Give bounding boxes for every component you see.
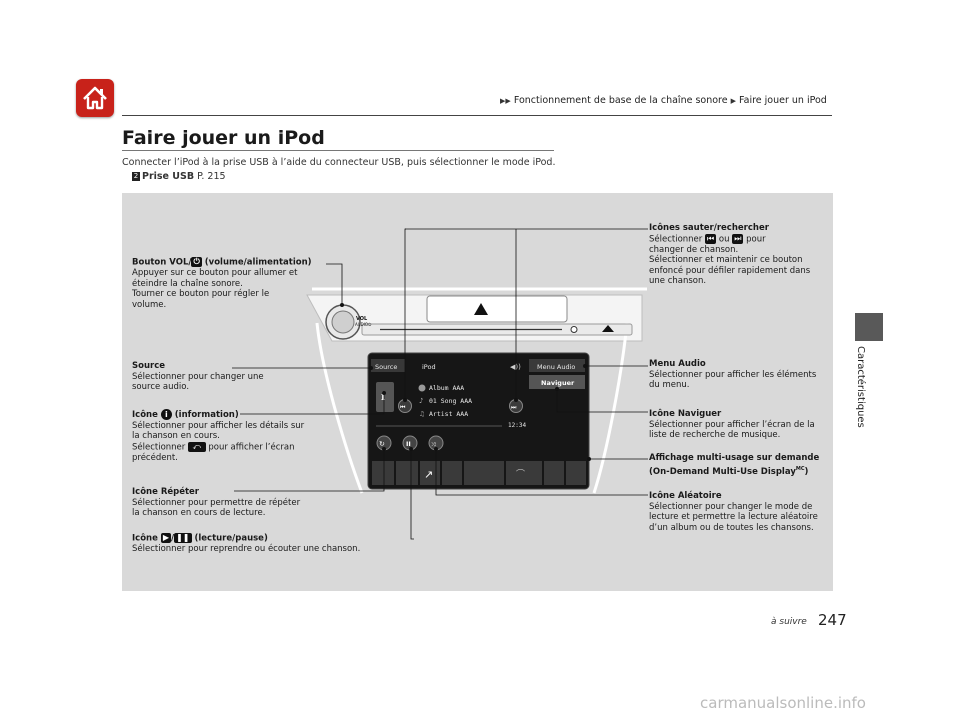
breadcrumb-item[interactable]: Faire jouer un iPod bbox=[739, 95, 827, 106]
play-icon: ▶ bbox=[160, 533, 171, 543]
svg-text:Artist AAA: Artist AAA bbox=[429, 410, 468, 418]
home-icon bbox=[83, 86, 107, 110]
dashboard-illustration: VOL AUDIO⏻ Source iPod ◀)) Menu Audio Na… bbox=[232, 228, 648, 540]
xref-page: P. 215 bbox=[197, 171, 226, 182]
svg-text:↗: ↗ bbox=[424, 468, 433, 481]
svg-text:VOL: VOL bbox=[356, 316, 368, 322]
callout-naviguer: Icône Naviguer Sélectionner pour affiche… bbox=[649, 409, 815, 440]
pause-icon: ❚❚ bbox=[174, 533, 192, 543]
breadcrumb-arrow-icon: ▶ bbox=[730, 97, 737, 105]
svg-text:Album AAA: Album AAA bbox=[429, 384, 464, 392]
breadcrumb-item[interactable]: Fonctionnement de base de la chaîne sono… bbox=[513, 95, 728, 106]
svg-text:iPod: iPod bbox=[422, 363, 436, 371]
svg-text:◀)): ◀)) bbox=[510, 363, 521, 371]
callout-repeat: Icône Répéter Sélectionner pour permettr… bbox=[132, 487, 301, 518]
watermark: carmanualsonline.info bbox=[700, 694, 866, 712]
svg-text:⏭: ⏭ bbox=[511, 404, 517, 411]
svg-text:i: i bbox=[381, 390, 385, 403]
breadcrumb: ▶▶ Fonctionnement de base de la chaîne s… bbox=[500, 95, 827, 106]
chapter-label: Caractéristiques bbox=[855, 346, 866, 428]
xref-label: Prise USB bbox=[142, 171, 195, 182]
callout-skip-seek: Icônes sauter/rechercher Sélectionner ⏮ … bbox=[649, 223, 811, 286]
svg-text:⏮: ⏮ bbox=[400, 404, 406, 411]
svg-text:01 Song AAA: 01 Song AAA bbox=[429, 397, 472, 405]
skip-back-icon: ⏮ bbox=[705, 233, 717, 244]
continued-label: à suivre bbox=[771, 617, 807, 627]
page-title: Faire jouer un iPod bbox=[122, 127, 325, 149]
breadcrumb-arrow-icon: ▶▶ bbox=[500, 97, 511, 105]
svg-text:↻: ↻ bbox=[379, 440, 385, 448]
svg-text:II: II bbox=[406, 440, 411, 448]
svg-text:AUDIO⏻: AUDIO⏻ bbox=[355, 322, 372, 327]
svg-text:Naviguer: Naviguer bbox=[541, 379, 575, 387]
svg-text:12:34: 12:34 bbox=[508, 422, 526, 429]
svg-text:⌒: ⌒ bbox=[516, 469, 525, 480]
callout-display: Affichage multi-usage sur demande (On-De… bbox=[649, 453, 820, 477]
figure-panel: VOL AUDIO⏻ Source iPod ◀)) Menu Audio Na… bbox=[122, 193, 833, 591]
chapter-tab[interactable] bbox=[855, 313, 883, 341]
title-rule bbox=[122, 150, 554, 151]
svg-text:⤨: ⤨ bbox=[431, 442, 436, 448]
callout-shuffle: Icône Aléatoire Sélectionner pour change… bbox=[649, 491, 818, 533]
callout-vol-button: Bouton VOL/⏻ (volume/alimentation) Appuy… bbox=[132, 257, 312, 310]
power-icon: ⏻ bbox=[191, 257, 202, 267]
back-icon: ⤺ bbox=[188, 441, 206, 452]
page-number: 247 bbox=[818, 611, 847, 629]
header-rule bbox=[122, 115, 832, 116]
info-icon: i bbox=[160, 409, 172, 420]
callout-menu-audio: Menu Audio Sélectionner pour afficher le… bbox=[649, 359, 817, 390]
intro-text: Connecter l’iPod à la prise USB à l’aide… bbox=[122, 157, 556, 168]
svg-text:♪: ♪ bbox=[419, 397, 423, 405]
callout-source: Source Sélectionner pour changer une sou… bbox=[132, 361, 264, 392]
skip-forward-icon: ⏭ bbox=[732, 233, 744, 244]
callout-play-pause: Icône ▶/❚❚ (lecture/pause) Sélectionner … bbox=[132, 533, 361, 554]
callout-info-icon: Icône i (information) Sélectionner pour … bbox=[132, 409, 305, 463]
svg-text:Source: Source bbox=[375, 363, 397, 371]
reference-icon: 2 bbox=[132, 172, 140, 181]
home-button[interactable] bbox=[76, 79, 114, 117]
hazard-icon bbox=[474, 303, 488, 315]
svg-text:Menu Audio: Menu Audio bbox=[537, 363, 575, 371]
svg-text:♫: ♫ bbox=[419, 410, 425, 418]
